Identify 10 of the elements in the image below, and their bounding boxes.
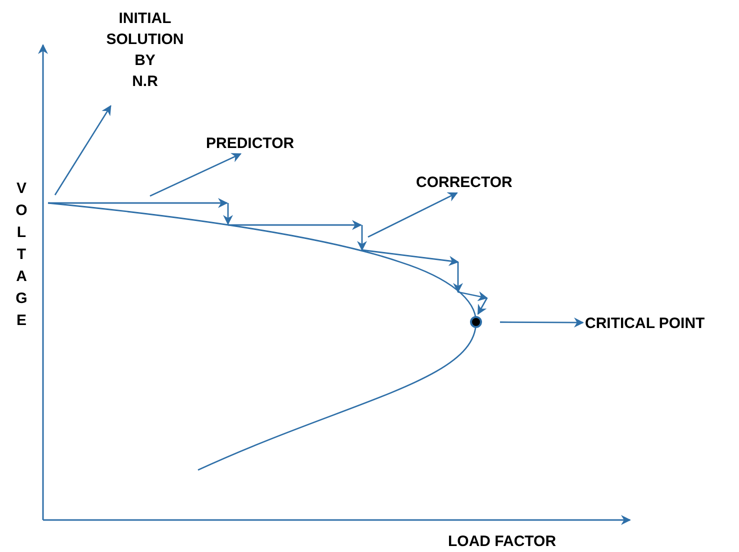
axis-title: VOLTAGE bbox=[14, 179, 28, 331]
node-label: INITIAL SOLUTION BY N.R bbox=[105, 9, 185, 92]
arrow bbox=[54, 105, 112, 196]
axis-title: LOAD FACTOR bbox=[448, 532, 556, 552]
arrow bbox=[150, 153, 242, 197]
node-label: CRITICAL POINT bbox=[585, 314, 706, 334]
arrow bbox=[500, 318, 584, 328]
arrow bbox=[368, 192, 458, 238]
node-label: CORRECTOR bbox=[416, 173, 514, 193]
node-label: PREDICTOR bbox=[206, 134, 296, 154]
